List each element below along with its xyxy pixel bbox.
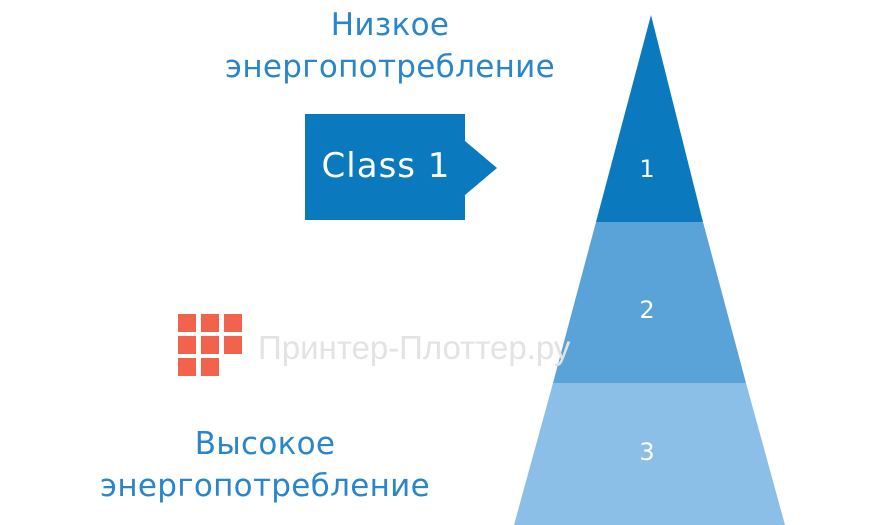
pyramid-tier-3-label: 3 bbox=[639, 438, 655, 466]
low-consumption-label: Низкое энергопотребление bbox=[195, 4, 585, 88]
pyramid-tier-2-label: 2 bbox=[639, 296, 655, 324]
pyramid-tier-1 bbox=[596, 15, 703, 222]
watermark-logo-grid-icon bbox=[178, 314, 242, 376]
high-consumption-line-2: энергопотребление bbox=[100, 468, 430, 504]
watermark-text: Принтер-Плоттер.ру bbox=[258, 329, 571, 366]
low-consumption-line-1: Низкое bbox=[330, 7, 450, 43]
class-callout-label: Class 1 bbox=[321, 146, 451, 186]
high-consumption-label: Высокое энергопотребление bbox=[70, 423, 460, 507]
pyramid-tier-3 bbox=[514, 383, 785, 525]
class-callout-arrow bbox=[305, 114, 497, 220]
low-consumption-line-2: энергопотребление bbox=[225, 49, 555, 85]
class-callout-shape bbox=[305, 114, 497, 220]
pyramid-tier-1-label: 1 bbox=[639, 155, 655, 183]
high-consumption-line-1: Высокое bbox=[194, 426, 336, 462]
pyramid-tier-2 bbox=[553, 222, 746, 383]
